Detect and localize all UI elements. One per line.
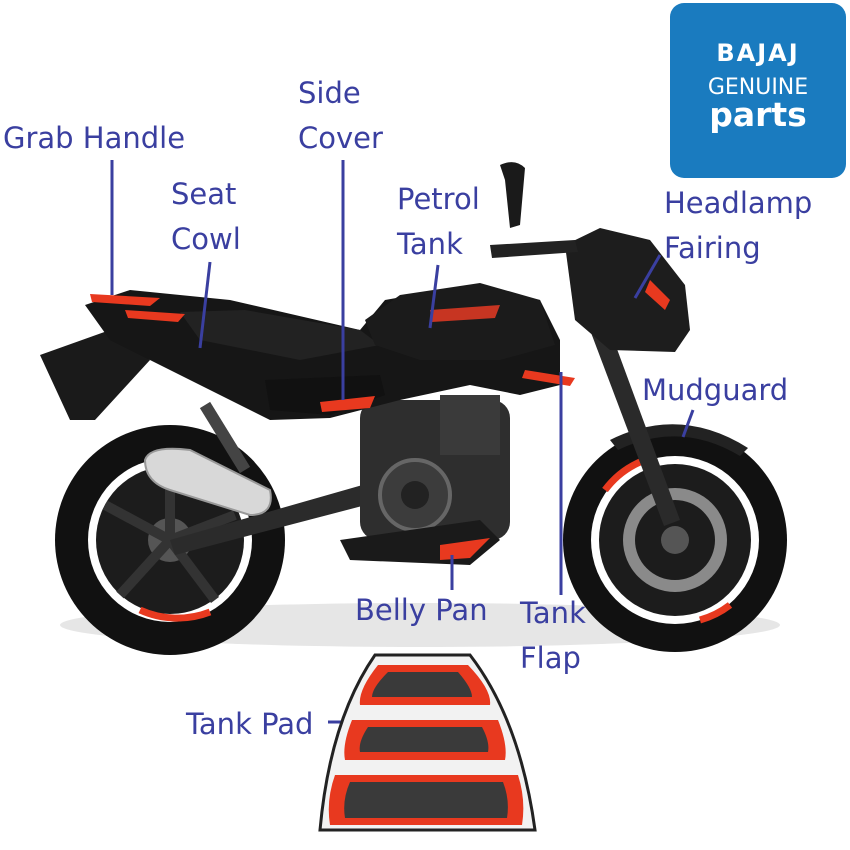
leader-petrol-tank [428, 264, 440, 329]
muffler [143, 447, 272, 517]
leader-mudguard [681, 409, 695, 438]
label-belly-pan: Belly Pan [355, 593, 488, 627]
bajaj-genuine-parts-logo: BAJAJ GENUINE parts [670, 3, 846, 178]
petrol-tank [365, 283, 555, 360]
label-side-cover-line2: Cover [298, 121, 383, 155]
front-fork [590, 330, 680, 526]
label-tank-flap-line1: Tank [520, 596, 586, 630]
rear-fender [40, 330, 150, 420]
label-tank-flap-line2: Flap [520, 641, 581, 675]
seat [180, 310, 380, 360]
leader-seat-cowl [198, 261, 212, 349]
label-grab-handle: Grab Handle [3, 121, 186, 155]
leader-headlamp-fairing [633, 254, 662, 299]
label-headlamp-fairing-line2: Fairing [664, 231, 761, 265]
label-petrol-tank-line2: Tank [397, 227, 463, 261]
leader-lines [110, 160, 695, 724]
label-headlamp-fairing-line1: Headlamp [664, 186, 813, 220]
logo-line-2: GENUINE [707, 75, 809, 100]
handlebar [490, 240, 578, 258]
logo-line-3: parts [709, 95, 807, 134]
label-petrol-tank-line1: Petrol [397, 182, 480, 216]
swing-arm [170, 480, 385, 555]
logo-line-1: BAJAJ [716, 39, 800, 67]
label-mudguard: Mudguard [642, 373, 789, 407]
label-seat-cowl-line1: Seat [171, 177, 237, 211]
engine [360, 395, 510, 540]
label-seat-cowl-line2: Cowl [171, 222, 241, 256]
label-side-cover-line1: Side [298, 76, 361, 110]
tank-pad [318, 653, 537, 832]
rear-shock [199, 401, 251, 474]
front-wheel [563, 428, 787, 652]
label-tank-pad: Tank Pad [186, 707, 314, 741]
grab-handle [90, 294, 160, 306]
mirror [500, 162, 525, 228]
